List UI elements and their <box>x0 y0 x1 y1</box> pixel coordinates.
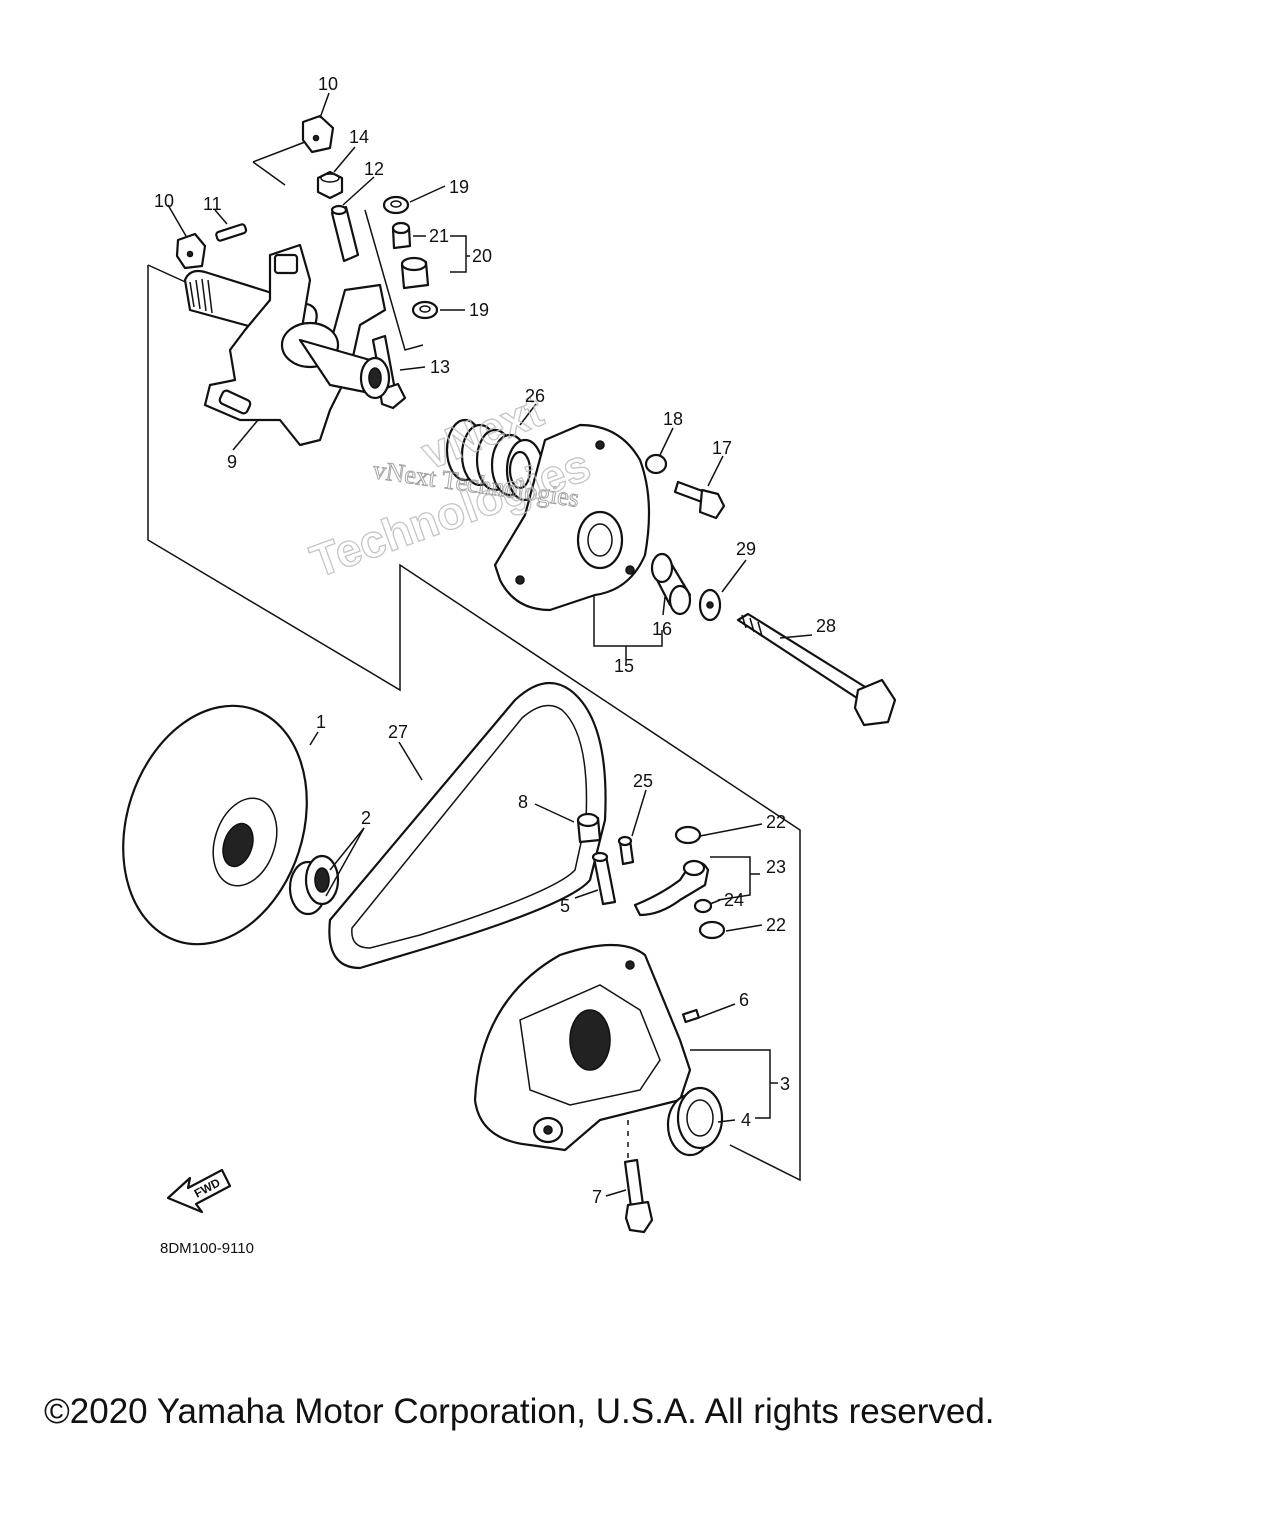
callout-1: 1 <box>316 712 326 732</box>
part-20-roller <box>400 256 430 290</box>
part-28-long-bolt <box>736 612 897 727</box>
callout-25: 25 <box>633 771 653 791</box>
callout-7: 7 <box>592 1187 602 1207</box>
part-3-movable-sheave <box>473 943 692 1152</box>
callout-14: 14 <box>349 127 369 147</box>
callout-29: 29 <box>736 539 756 559</box>
callout-labels: 10 14 12 19 10 11 21 20 19 13 26 18 17 9… <box>154 74 836 1207</box>
callout-9: 9 <box>227 452 237 472</box>
part-22-washer-upper <box>674 825 702 845</box>
part-23-arm <box>633 859 710 917</box>
callout-19-lower: 19 <box>469 300 489 320</box>
callout-27: 27 <box>388 722 408 742</box>
part-11-pin <box>215 223 248 242</box>
part-14-nut <box>316 170 344 200</box>
part-29-washer <box>698 588 722 622</box>
callout-24: 24 <box>724 890 744 910</box>
part-7-bolt <box>623 1158 654 1234</box>
part-18-nut <box>644 453 668 475</box>
callout-23: 23 <box>766 857 786 877</box>
callout-10-left: 10 <box>154 191 174 211</box>
part-5-pin <box>591 851 617 906</box>
leader-lines <box>167 92 813 1197</box>
part-8-bushing <box>576 812 602 844</box>
callout-2: 2 <box>361 808 371 828</box>
callout-21: 21 <box>429 226 449 246</box>
callout-20: 20 <box>472 246 492 266</box>
callout-6: 6 <box>739 990 749 1010</box>
callout-22-lower: 22 <box>766 915 786 935</box>
callout-3: 3 <box>780 1074 790 1094</box>
callout-28: 28 <box>816 616 836 636</box>
copyright-notice: ©2020 Yamaha Motor Corporation, U.S.A. A… <box>44 1392 995 1431</box>
drawing-code: 8DM100-9110 <box>160 1240 254 1257</box>
callout-10-upper: 10 <box>318 74 338 94</box>
callout-22-upper: 22 <box>766 812 786 832</box>
callout-5: 5 <box>560 896 570 916</box>
part-6-set-screw <box>682 1008 700 1024</box>
callout-16: 16 <box>652 619 672 639</box>
part-19-washer-upper <box>382 195 410 215</box>
part-2-collar <box>288 854 340 916</box>
callout-11: 11 <box>203 194 222 214</box>
part-27-drive-belt <box>328 681 607 970</box>
part-16-bushing <box>650 552 692 616</box>
part-26-spring <box>445 418 545 502</box>
callout-17: 17 <box>712 438 732 458</box>
part-10-clip-upper <box>301 114 335 154</box>
callout-18: 18 <box>663 409 683 429</box>
part-25-pin <box>617 835 635 866</box>
callout-12: 12 <box>364 159 384 179</box>
part-19-washer-lower <box>411 300 439 320</box>
part-4-ring <box>666 1086 724 1157</box>
callout-26: 26 <box>525 386 545 406</box>
part-1-fixed-sheave <box>122 704 308 946</box>
part-12-pin <box>330 204 360 263</box>
callout-4: 4 <box>741 1110 751 1130</box>
callout-8: 8 <box>518 792 528 812</box>
part-22-washer-lower <box>698 920 726 940</box>
part-21-bushing <box>391 221 412 250</box>
part-15-cover <box>493 423 651 612</box>
callout-15: 15 <box>614 656 634 676</box>
part-24-roller <box>693 898 713 914</box>
callout-13: 13 <box>430 357 450 377</box>
part-9-spider-hub <box>183 243 391 447</box>
fwd-arrow-icon: FWD <box>166 1168 232 1214</box>
part-17-bolt <box>673 480 726 520</box>
part-10-clip-left <box>175 232 207 270</box>
callout-19-upper: 19 <box>449 177 469 197</box>
